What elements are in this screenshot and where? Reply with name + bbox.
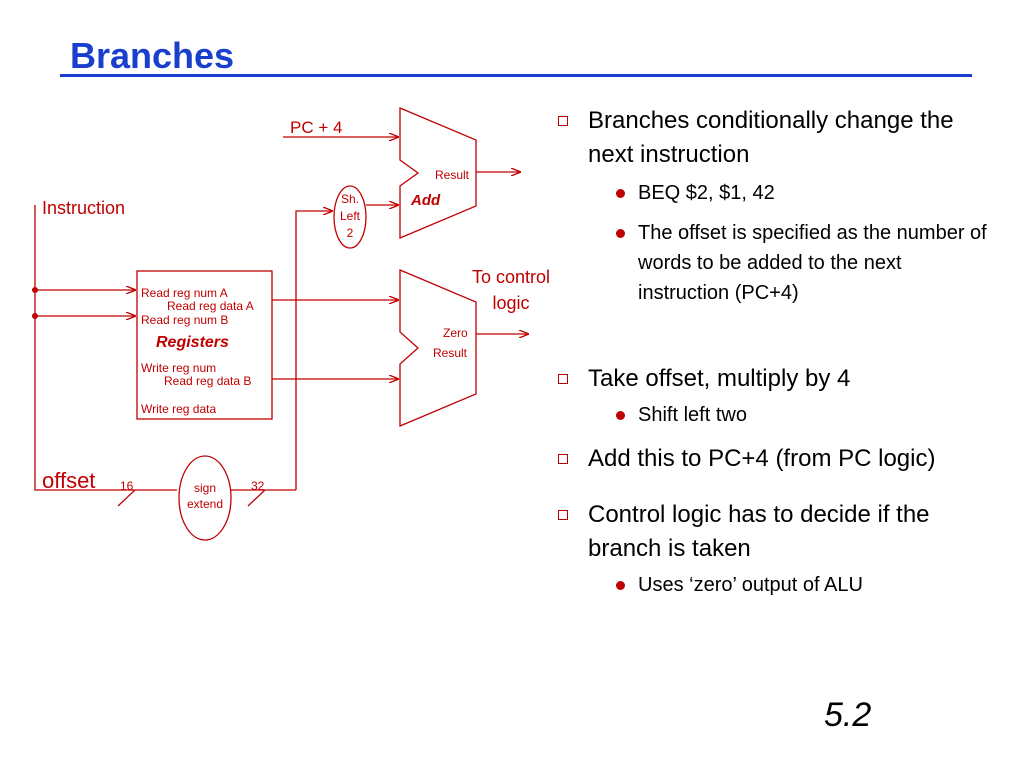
instruction-bus — [34, 205, 177, 491]
sub-bullet-item: The offset is specified as the number of… — [556, 218, 996, 308]
read-reg-num-b-label: Read reg num B — [141, 313, 228, 327]
shift-left-2-shape — [333, 185, 367, 249]
junction-dot — [32, 313, 38, 319]
extend-width-slash — [247, 489, 266, 507]
sign-extend-label-line2: extend — [187, 497, 223, 511]
registers-name-label: Registers — [156, 334, 229, 351]
pc-plus-4-label: PC + 4 — [290, 118, 342, 137]
title-underline — [60, 74, 972, 77]
slide-title: Branches — [70, 35, 235, 76]
slide-number: 5.2 — [824, 696, 872, 734]
offset-label: offset — [42, 468, 95, 493]
sub-bullet-item: Shift left two — [556, 400, 996, 430]
sign-extend-label-line1: sign — [194, 481, 216, 495]
to-control-label-line1: To control — [472, 267, 550, 287]
read-reg-data-a-label: Read reg data A — [167, 299, 254, 313]
bullet-item: Branches conditionally change the next i… — [556, 104, 996, 172]
sub-bullet-item: BEQ $2, $1, 42 — [556, 178, 996, 208]
read-reg-num-a-label: Read reg num A — [141, 286, 228, 300]
instruction-label: Instruction — [42, 198, 125, 218]
alu-result-label: Result — [433, 346, 468, 360]
shift-label-line1: Sh. — [341, 192, 359, 206]
bullet-list: Branches conditionally change the next i… — [556, 104, 996, 600]
bullet-item: Control logic has to decide if the branc… — [556, 498, 996, 566]
adder-result-label: Result — [435, 168, 470, 182]
offset-width-slash — [117, 489, 136, 507]
read-reg-data-b-label: Read reg data B — [164, 374, 251, 388]
junction-dot — [32, 287, 38, 293]
shift-label-line3: 2 — [347, 226, 354, 240]
write-reg-num-label: Write reg num — [141, 361, 216, 375]
offset-width-in-label: 16 — [120, 479, 134, 493]
offset-width-out-label: 32 — [251, 479, 265, 493]
sign-extend-shape — [178, 455, 232, 541]
to-control-label-line2: logic — [492, 293, 529, 313]
bullet-item: Take offset, multiply by 4 — [556, 362, 996, 396]
adder-name-label: Add — [410, 192, 441, 209]
extend-to-shift-wire — [295, 211, 332, 490]
shift-label-line2: Left — [340, 209, 361, 223]
adder-shape — [399, 107, 477, 239]
alu-zero-label: Zero — [443, 326, 468, 340]
register-file-box — [136, 270, 273, 420]
write-reg-data-label: Write reg data — [141, 402, 216, 416]
sub-bullet-item: Uses ‘zero’ output of ALU — [556, 570, 996, 600]
alu-shape — [399, 269, 477, 427]
bullet-item: Add this to PC+4 (from PC logic) — [556, 442, 996, 476]
